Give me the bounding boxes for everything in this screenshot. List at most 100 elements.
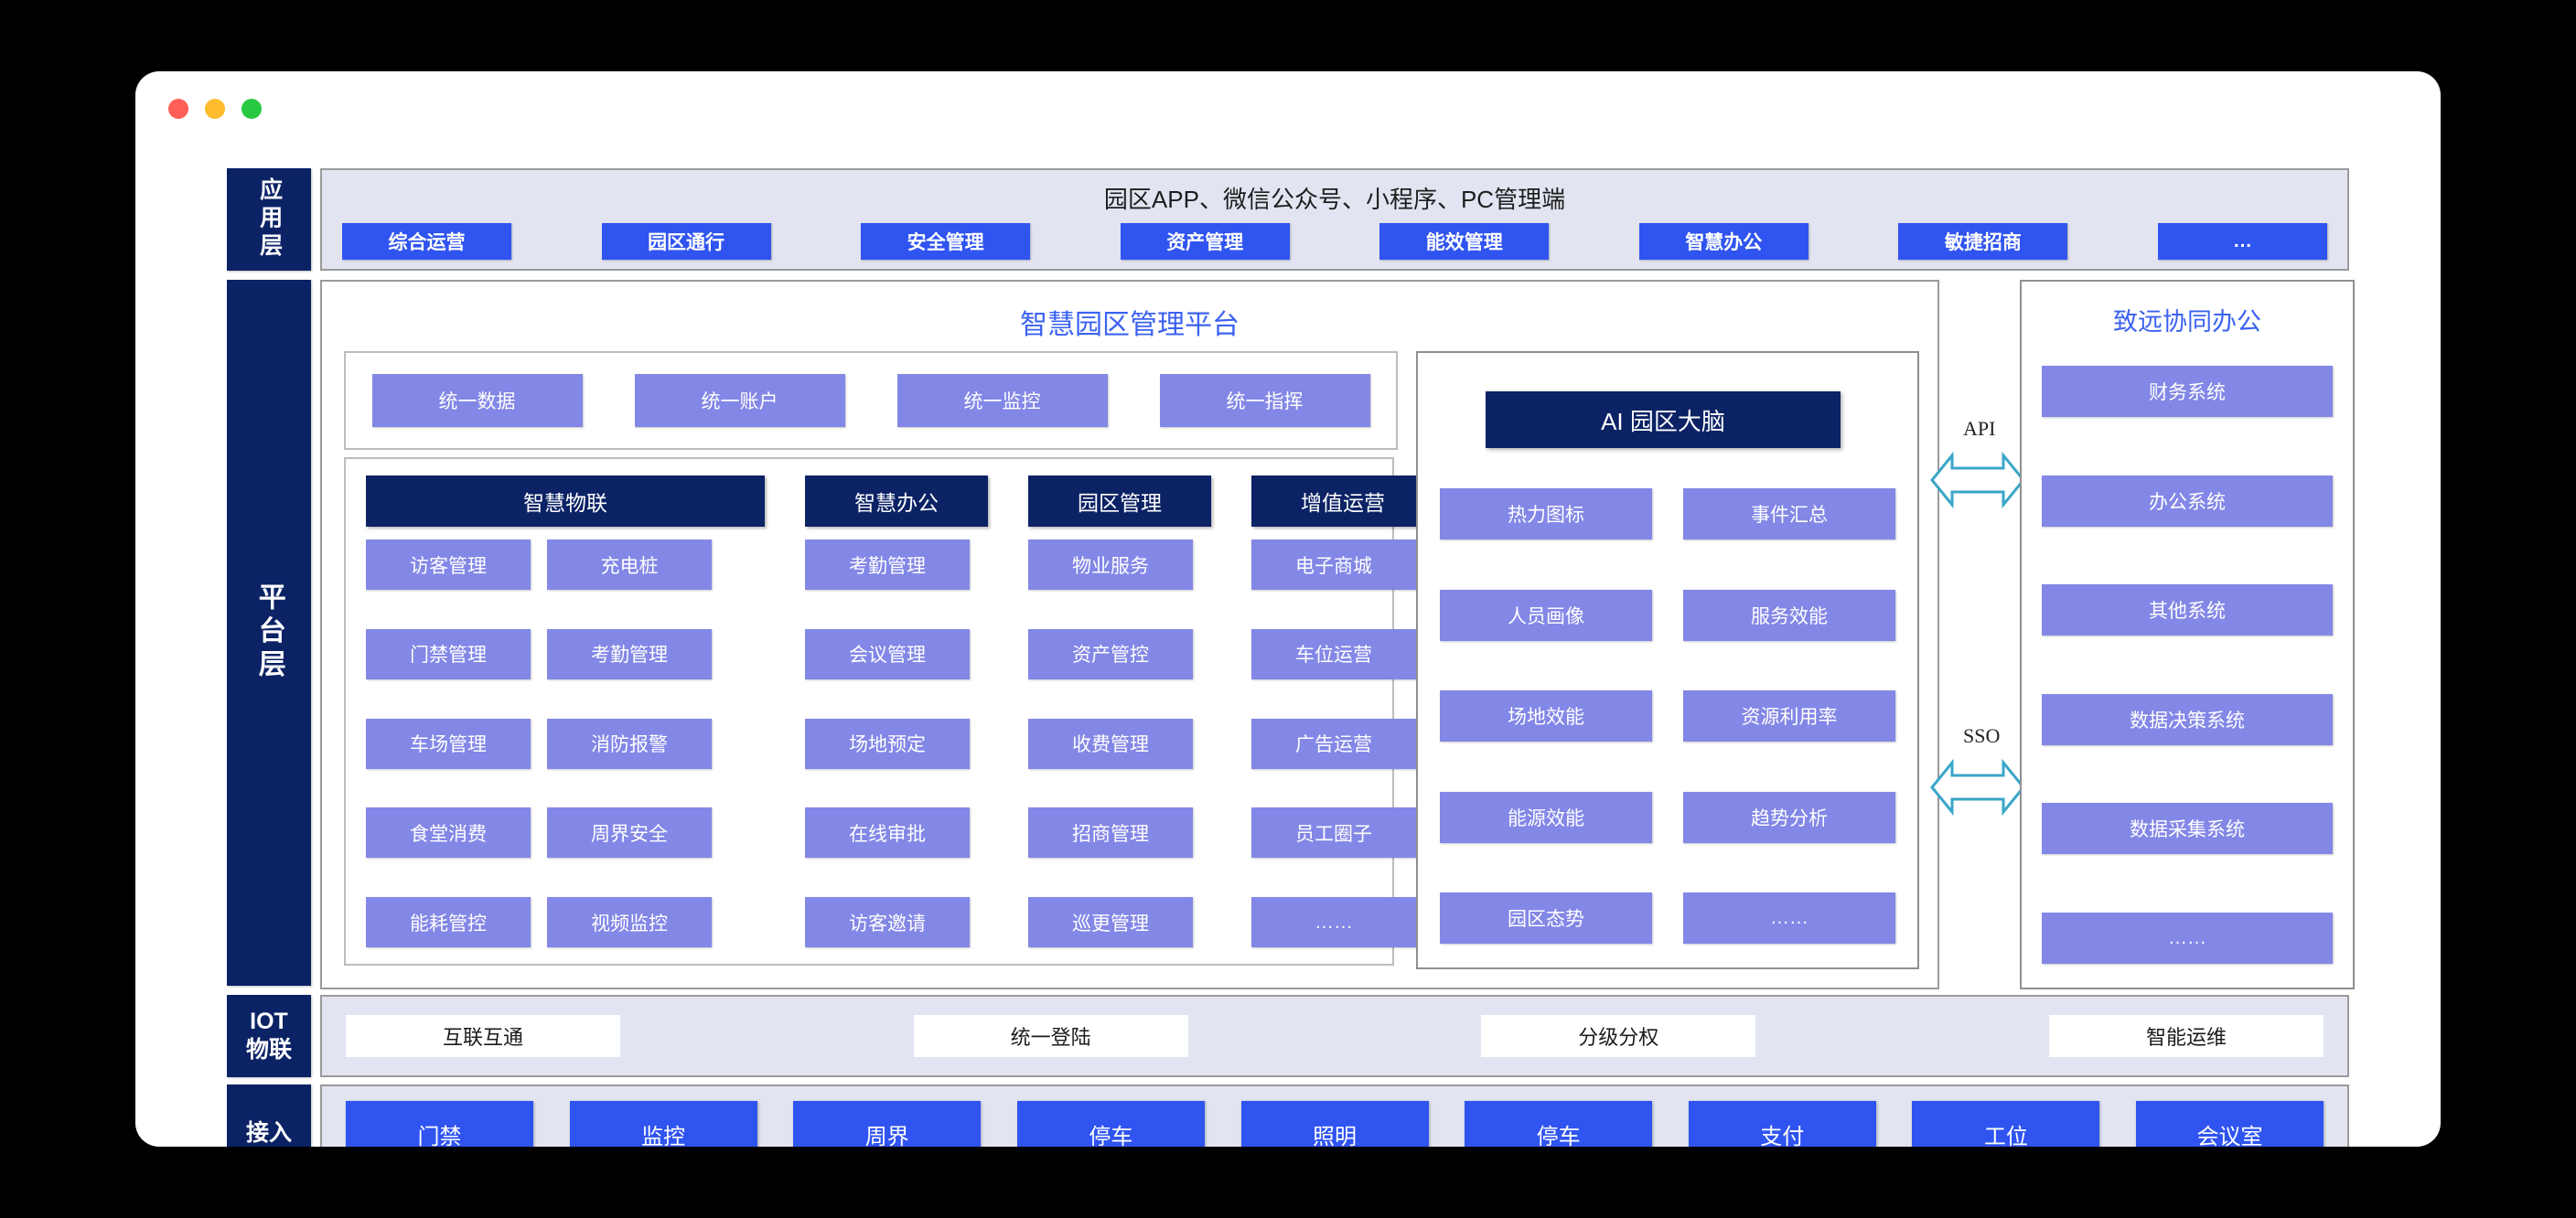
module-cell[interactable]: 车场管理 [366, 718, 531, 769]
platform-layer-tag: 平台层 [227, 280, 311, 986]
module-group-header: 智慧办公 [805, 475, 988, 527]
ai-cell[interactable]: 服务效能 [1683, 589, 1895, 641]
unified-tile[interactable]: 统一数据 [371, 374, 583, 427]
app-chip-more[interactable]: … [2157, 223, 2327, 260]
ai-cell[interactable]: 能源效能 [1440, 791, 1652, 843]
iot-item[interactable]: 互联互通 [346, 1015, 620, 1057]
ai-cell[interactable]: …… [1683, 892, 1895, 944]
ai-cell[interactable]: 趋势分析 [1683, 791, 1895, 843]
app-chip[interactable]: 智慧办公 [1638, 223, 1809, 260]
app-chip[interactable]: 综合运营 [342, 223, 511, 260]
module-group-smart-iot: 智慧物联 访客管理 门禁管理 车场管理 食堂消费 能耗管控 [366, 475, 765, 947]
ai-brain-grid: 热力图标 人员画像 场地效能 能源效能 园区态势 事件汇总 服务效能 资源利用率… [1440, 488, 1895, 944]
external-system-item[interactable]: 数据决策系统 [2042, 693, 2333, 745]
app-chip[interactable]: 资产管理 [1120, 223, 1290, 260]
application-chip-list: 综合运营 园区通行 安全管理 资产管理 能效管理 智慧办公 敏捷招商 … [342, 223, 2327, 260]
module-cell[interactable]: 周界安全 [547, 807, 712, 859]
module-group-header: 增值运营 [1251, 475, 1434, 527]
module-cell[interactable]: 资产管控 [1028, 628, 1193, 679]
app-chip[interactable]: 园区通行 [601, 223, 771, 260]
iot-item[interactable]: 分级分权 [1481, 1015, 1756, 1057]
iot-tag-line1: IOT [250, 1008, 288, 1034]
module-cell[interactable]: 物业服务 [1028, 540, 1193, 590]
external-system-item[interactable]: 办公系统 [2042, 475, 2333, 527]
ai-cell[interactable]: 热力图标 [1440, 488, 1652, 540]
module-grid-box: 智慧物联 访客管理 门禁管理 车场管理 食堂消费 能耗管控 [344, 457, 1434, 966]
access-item[interactable]: 支付 [1688, 1101, 1876, 1147]
module-cell[interactable]: 考勤管理 [547, 628, 712, 679]
external-system-item[interactable]: 数据采集系统 [2042, 803, 2333, 855]
module-cell[interactable]: 充电桩 [547, 540, 712, 590]
module-group-header: 智慧物联 [366, 475, 765, 527]
iot-item[interactable]: 智能运维 [2048, 1015, 2324, 1057]
access-item[interactable]: 停车 [1465, 1101, 1653, 1147]
ai-cell[interactable]: 人员画像 [1440, 589, 1652, 641]
module-cell[interactable]: …… [1251, 897, 1416, 947]
module-cell[interactable]: 门禁管理 [366, 628, 531, 679]
ai-cell[interactable]: 园区态势 [1440, 892, 1652, 944]
application-layer-body: 园区APP、微信公众号、小程序、PC管理端 综合运营 园区通行 安全管理 资产管… [320, 168, 2349, 271]
access-layer-body: 门禁 监控 周界 停车 照明 停车 支付 工位 会议室 [320, 1084, 2349, 1147]
access-item[interactable]: 门禁 [346, 1101, 533, 1147]
module-group-smart-office: 智慧办公 考勤管理 会议管理 场地预定 在线审批 访客邀请 [805, 475, 988, 947]
ai-cell[interactable]: 场地效能 [1440, 690, 1652, 742]
unified-capability-box: 统一数据 统一账户 统一监控 统一指挥 [344, 351, 1398, 450]
module-cell[interactable]: 访客管理 [366, 540, 531, 590]
ai-cell[interactable]: 资源利用率 [1683, 690, 1895, 742]
close-traffic-light[interactable] [168, 99, 188, 119]
module-column: 物业服务 资产管控 收费管理 招商管理 巡更管理 [1028, 540, 1193, 947]
application-layer-tag: 应用层 [227, 168, 311, 271]
minimize-traffic-light[interactable] [205, 99, 225, 119]
module-cell[interactable]: 消防报警 [547, 718, 712, 769]
module-cell[interactable]: 能耗管控 [366, 897, 531, 947]
module-cell[interactable]: 收费管理 [1028, 718, 1193, 769]
unified-tile[interactable]: 统一账户 [634, 374, 845, 427]
access-item[interactable]: 工位 [1912, 1101, 2100, 1147]
module-cell[interactable]: 广告运营 [1251, 718, 1416, 769]
module-group-value-added: 增值运营 电子商城 车位运营 广告运营 员工圈子 …… [1251, 475, 1434, 947]
module-cell[interactable]: 员工圈子 [1251, 807, 1416, 859]
window-titlebar [135, 71, 2441, 123]
module-cell[interactable]: 场地预定 [805, 718, 970, 769]
platform-title: 智慧园区管理平台 [1020, 310, 1240, 340]
module-cell[interactable]: 视频监控 [547, 897, 712, 947]
module-cell[interactable]: 会议管理 [805, 628, 970, 679]
app-chip[interactable]: 安全管理 [861, 223, 1031, 260]
external-system-item[interactable]: 财务系统 [2042, 366, 2333, 417]
module-column: 考勤管理 会议管理 场地预定 在线审批 访客邀请 [805, 540, 970, 947]
access-layer-tag: 接入 [227, 1084, 311, 1147]
iot-layer-body: 互联互通 统一登陆 分级分权 智能运维 [320, 995, 2349, 1077]
module-cell[interactable]: 电子商城 [1251, 540, 1416, 590]
external-system-item-more[interactable]: …… [2042, 912, 2333, 964]
access-item[interactable]: 会议室 [2136, 1101, 2324, 1147]
app-chip[interactable]: 能效管理 [1379, 223, 1550, 260]
external-systems-title: 致远协同办公 [2113, 308, 2261, 336]
module-cell[interactable]: 在线审批 [805, 807, 970, 859]
integration-connectors: API SSO [1930, 280, 2025, 986]
access-item[interactable]: 监控 [569, 1101, 757, 1147]
ai-column: 热力图标 人员画像 场地效能 能源效能 园区态势 [1440, 488, 1652, 944]
access-item[interactable]: 周界 [793, 1101, 982, 1147]
module-cell[interactable]: 巡更管理 [1028, 897, 1193, 947]
access-item[interactable]: 照明 [1240, 1101, 1429, 1147]
external-system-item[interactable]: 其他系统 [2042, 584, 2333, 636]
ai-cell[interactable]: 事件汇总 [1683, 488, 1895, 540]
unified-tile[interactable]: 统一指挥 [1159, 374, 1370, 427]
access-item[interactable]: 停车 [1016, 1101, 1205, 1147]
module-cell[interactable]: 食堂消费 [366, 807, 531, 859]
application-layer-tagline: 园区APP、微信公众号、小程序、PC管理端 [1103, 186, 1566, 213]
maximize-traffic-light[interactable] [242, 99, 262, 119]
sso-double-arrow-icon [1928, 758, 2027, 817]
iot-layer-tag: IOT 物联 [227, 995, 311, 1077]
module-cell[interactable]: 车位运营 [1251, 628, 1416, 679]
iot-tag-line2: 物联 [245, 1037, 292, 1063]
module-cell[interactable]: 访客邀请 [805, 897, 970, 947]
iot-item[interactable]: 统一登陆 [913, 1015, 1188, 1057]
ai-brain-header: AI 园区大脑 [1486, 391, 1841, 448]
browser-window: 应用层 园区APP、微信公众号、小程序、PC管理端 综合运营 园区通行 安全管理… [135, 71, 2441, 1147]
module-cell[interactable]: 考勤管理 [805, 540, 970, 590]
module-column: 访客管理 门禁管理 车场管理 食堂消费 能耗管控 [366, 540, 531, 947]
unified-tile[interactable]: 统一监控 [896, 374, 1108, 427]
app-chip[interactable]: 敏捷招商 [1898, 223, 2068, 260]
module-cell[interactable]: 招商管理 [1028, 807, 1193, 859]
